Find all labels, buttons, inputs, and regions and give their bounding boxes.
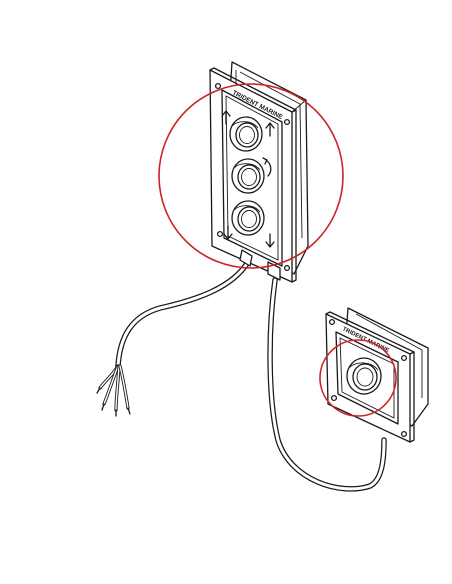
connecting-cable	[267, 277, 387, 492]
up-button[interactable]	[229, 116, 263, 152]
down-button[interactable]	[231, 200, 265, 236]
arrow-up-icon	[265, 122, 275, 137]
main-panel-highlight-circle	[158, 83, 344, 269]
arrow-down-icon	[223, 225, 233, 240]
arrow-down-icon	[265, 233, 275, 248]
main-switch-panel: TRIDENT MARINE	[209, 61, 309, 283]
arrow-up-icon	[221, 110, 231, 125]
rotate-button[interactable]	[231, 158, 265, 194]
remote-button-highlight-circle	[319, 339, 397, 417]
rotate-icon	[262, 157, 272, 177]
remote-switch-panel: TRIDENT MARINE	[325, 307, 429, 443]
remote-button[interactable]	[346, 357, 382, 395]
wire-ends	[96, 364, 131, 417]
loose-cable	[115, 259, 251, 369]
cables	[115, 259, 387, 492]
